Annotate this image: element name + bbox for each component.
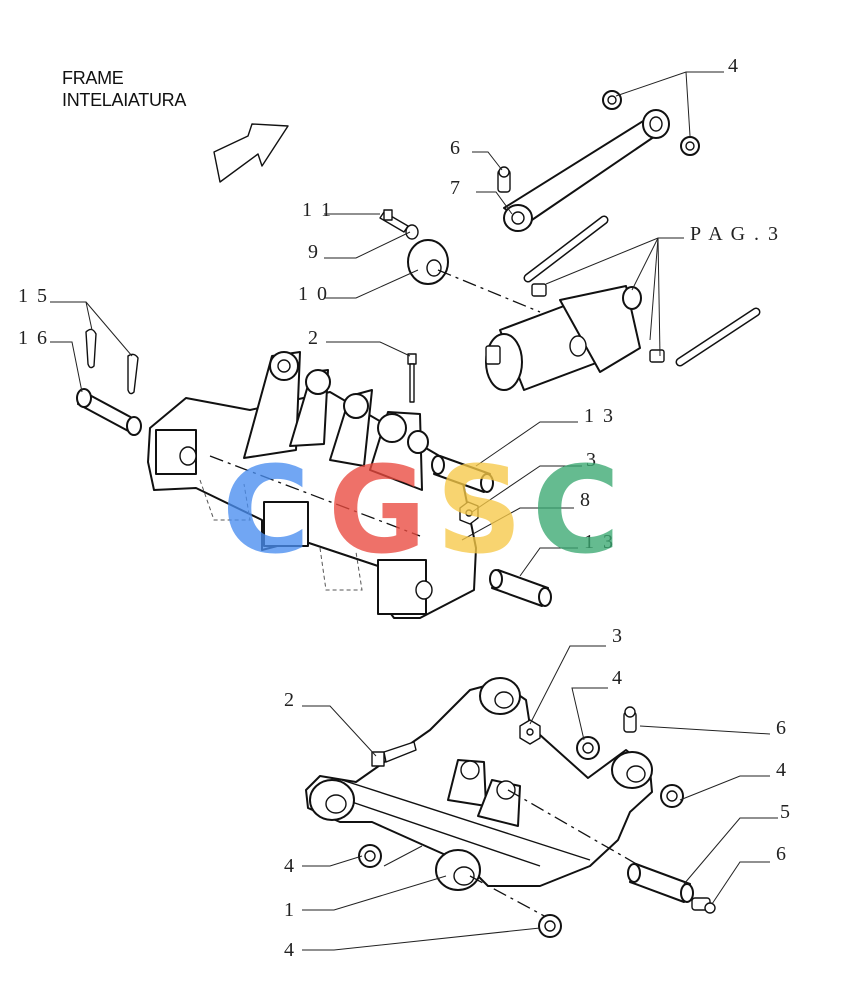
bushing-lower-bottom: [538, 914, 562, 938]
direction-arrow-icon: [213, 123, 289, 183]
pin-5: [627, 863, 694, 903]
watermark-letter-3: S: [436, 442, 522, 581]
callout-6-bottom: 6: [776, 843, 788, 865]
callout-2-bottom: 2: [284, 689, 296, 711]
callout-3-top: 3: [586, 449, 598, 471]
bushing-top-left: [602, 90, 622, 110]
hydraulic-actuator: [485, 285, 642, 391]
callout-13-b: 1 3: [584, 531, 615, 553]
callout-pag3: P A G . 3: [690, 223, 780, 245]
flange-10: [407, 239, 449, 285]
callout-13-a: 1 3: [584, 405, 615, 427]
grease-nipple-lower-top: [623, 706, 637, 733]
watermark-letter-1: C: [222, 442, 310, 581]
callout-4-bottom: 4: [284, 939, 296, 961]
watermark-letter-2: G: [328, 442, 427, 581]
callout-9: 9: [308, 241, 320, 263]
callout-16: 1 6: [18, 327, 49, 349]
callout-11: 1 1: [302, 199, 333, 221]
bolt-11: [379, 209, 409, 233]
callout-4-right: 4: [776, 759, 788, 781]
title-intelaiatura: INTELAIATURA: [62, 90, 187, 110]
callout-10: 1 0: [298, 283, 329, 305]
grease-nipple-lower-bottom: [691, 897, 716, 914]
title-frame: FRAME: [62, 68, 124, 88]
callout-numbers: 4 6 7 1 1 9 1 0 P A G . 3 1 5 1 6 2 1 3 …: [18, 55, 792, 961]
bushing-lower-mid: [576, 736, 600, 760]
cgsc-watermark-logo: C G S C: [222, 442, 620, 581]
grease-nipple-top: [497, 166, 511, 193]
watermark-letter-4: C: [532, 442, 620, 581]
nut-3-lower: [519, 719, 541, 745]
bushing-top-right: [680, 136, 700, 156]
callout-4-mid: 4: [612, 667, 624, 689]
pin-13-upper: [431, 455, 494, 493]
lower-swing-frame: [305, 677, 653, 919]
callout-4-top: 4: [728, 55, 740, 77]
callout-7: 7: [450, 177, 462, 199]
callout-6-top: 6: [450, 137, 462, 159]
pin-16: [76, 388, 142, 436]
washer-9: [405, 224, 419, 240]
cotter-pins-15: [85, 328, 139, 395]
pin-13-lower: [489, 569, 552, 607]
bushing-lower-right: [660, 784, 684, 808]
callout-6-mid: 6: [776, 717, 788, 739]
callout-8: 8: [580, 489, 592, 511]
callout-15: 1 5: [18, 285, 49, 307]
link-rod: [503, 109, 670, 232]
nut-3-upper: [459, 501, 479, 525]
upper-frame-bracket: [147, 351, 477, 619]
leader-lines: [50, 71, 778, 951]
bushing-lower-left: [358, 844, 382, 868]
bolt-2-upper: [407, 353, 417, 403]
callout-2-top: 2: [308, 327, 320, 349]
callout-1: 1: [284, 899, 296, 921]
callout-3-bottom: 3: [612, 625, 624, 647]
callout-5: 5: [780, 801, 792, 823]
hydraulic-hoses: [523, 215, 761, 367]
callout-4-left: 4: [284, 855, 296, 877]
